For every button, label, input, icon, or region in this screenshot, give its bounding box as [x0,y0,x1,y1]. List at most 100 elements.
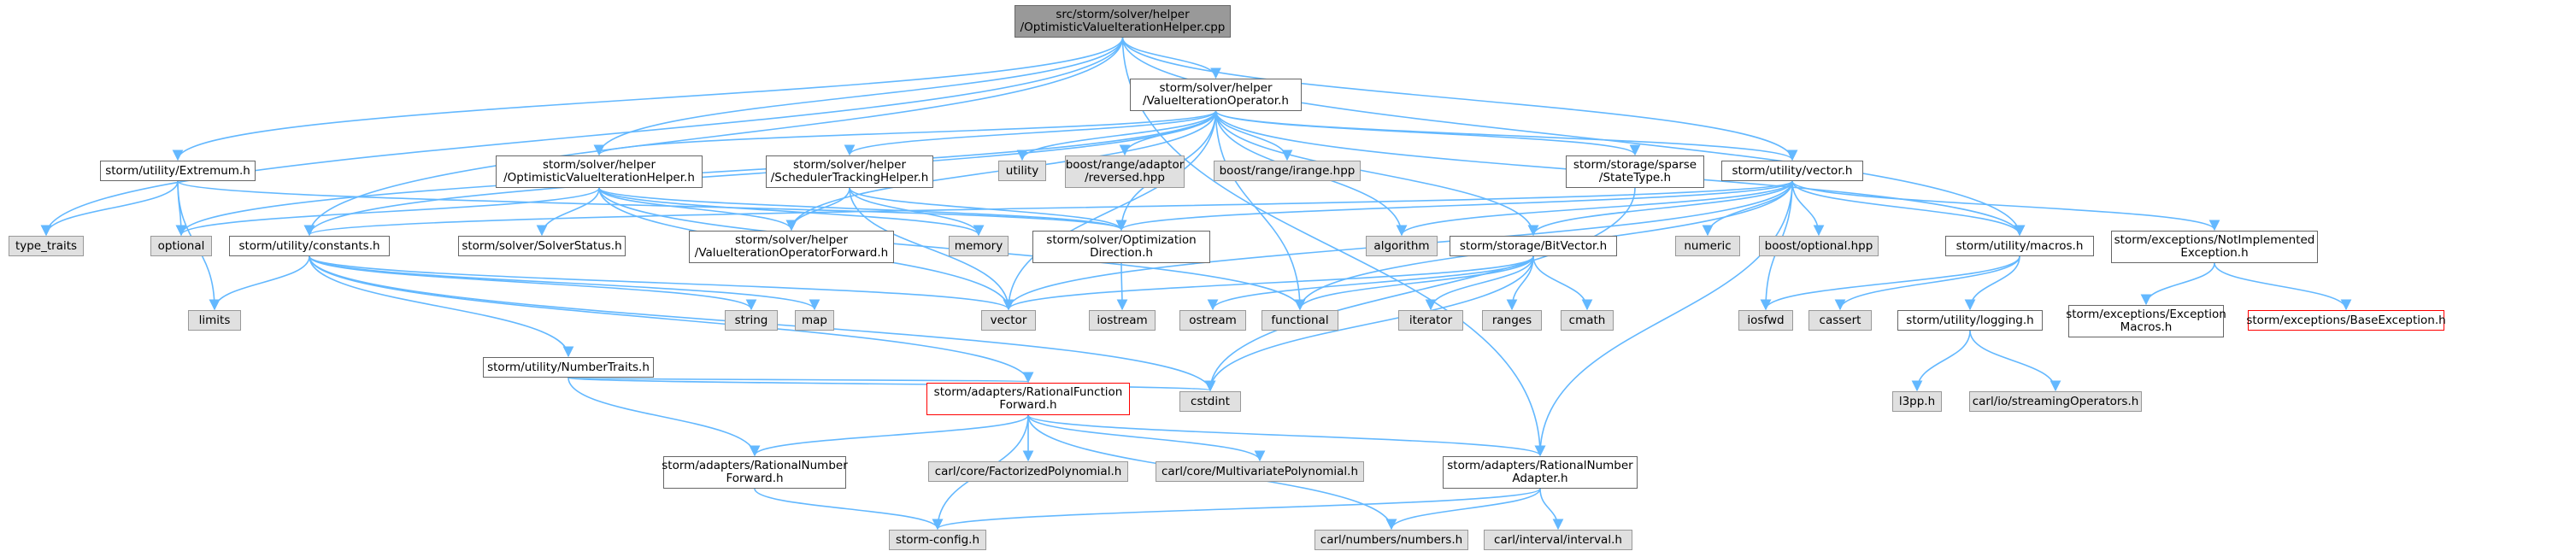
node-label: iterator [1409,314,1452,327]
edge-logging-to-l3pp [1911,330,1971,392]
node-memory[interactable]: memory [949,236,1009,256]
node-label-line: boost/optional.hpp [1764,238,1873,253]
node-iosfwd[interactable]: iosfwd [1738,310,1793,331]
node-number-traits[interactable]: storm/utility/NumberTraits.h [483,357,654,378]
node-label-line: carl/core/MultivariatePolynomial.h [1161,464,1358,478]
node-vector-h[interactable]: storm/utility/vector.h [1721,161,1863,181]
node-label: storm-config.h [896,533,979,547]
node-label-line: storm/utility/constants.h [238,238,380,253]
node-label: functional [1271,314,1328,327]
node-iterator[interactable]: iterator [1398,310,1463,331]
node-factorized-polynomial[interactable]: carl/core/FactorizedPolynomial.h [928,461,1128,482]
node-label-line: algorithm [1373,238,1430,253]
node-label-line: storm/solver/SolverStatus.h [462,238,622,253]
node-cmath[interactable]: cmath [1561,310,1614,331]
node-string[interactable]: string [725,310,778,331]
edge-bitVector-to-ranges [1506,255,1534,311]
node-label-line: iosfwd [1747,313,1785,327]
node-l3pp[interactable]: l3pp.h [1892,391,1942,412]
node-value-iteration-operator[interactable]: storm/solver/helper/ValueIterationOperat… [1130,79,1302,111]
node-label-line: storm/adapters/RationalNumber [1447,459,1633,472]
node-bit-vector[interactable]: storm/storage/BitVector.h [1450,236,1617,256]
node-label-line: ranges [1491,313,1532,327]
node-vi-operator-forward[interactable]: storm/solver/helper/ValueIterationOperat… [689,231,894,263]
node-extremum[interactable]: storm/utility/Extremum.h [100,161,256,181]
node-logging[interactable]: storm/utility/logging.h [1897,310,2043,331]
edge-valueIterationOperator-to-stateType [1214,110,1641,156]
edge-root-to-ratNumAdapter [1121,37,1546,457]
node-macros[interactable]: storm/utility/macros.h [1945,236,2094,256]
node-label: cstdint [1191,395,1230,408]
node-label-line: type_traits [15,238,78,253]
node-optional[interactable]: optional [150,236,212,256]
node-boost-reversed[interactable]: boost/range/adaptor/reversed.hpp [1065,155,1185,188]
node-label-line: iterator [1409,313,1453,327]
node-label-line: map [802,313,827,327]
edge-constants-to-numberTraits [309,255,574,358]
edge-ovih-to-viOpForward [598,187,797,232]
node-type-traits[interactable]: type_traits [9,236,84,256]
edge-optDirection-to-iostream [1116,262,1128,311]
node-cstdint[interactable]: cstdint [1179,391,1241,412]
node-streaming-operators[interactable]: carl/io/streamingOperators.h [1969,391,2142,412]
node-label-line: /OptimisticValueIterationHelper.h [503,171,695,185]
node-label-line: string [734,313,768,327]
node-label: type_traits [15,238,78,253]
node-label: cmath [1569,314,1606,327]
node-label-line: storm/utility/vector.h [1732,163,1853,178]
node-iostream[interactable]: iostream [1089,310,1156,331]
edge-vectorH-to-boostOptional [1791,180,1825,237]
node-label-line: storm/exceptions/BaseException.h [2246,313,2446,327]
node-label: vector [991,314,1027,327]
node-boost-irange[interactable]: boost/range/irange.hpp [1214,161,1361,181]
node-carl-interval[interactable]: carl/interval/interval.h [1484,530,1632,550]
node-multivariate-polynomial[interactable]: carl/core/MultivariatePolynomial.h [1156,461,1364,482]
node-root-file[interactable]: src/storm/solver/helper/OptimisticValueI… [1015,5,1231,38]
node-ranges[interactable]: ranges [1482,310,1542,331]
node-vector[interactable]: vector [981,310,1036,331]
edge-valueIterationOperator-to-vectorH [1214,110,1798,161]
node-label-line: carl/core/FactorizedPolynomial.h [934,464,1122,478]
node-state-type[interactable]: storm/storage/sparse/StateType.h [1566,155,1704,188]
node-label: storm/storage/BitVector.h [1460,239,1607,253]
node-map[interactable]: map [795,310,834,331]
node-functional[interactable]: functional [1262,310,1338,331]
edge-constants-to-ratFuncFwd [309,255,1034,384]
edge-numberTraits-to-ratNumFwd [568,377,761,457]
node-storm-config[interactable]: storm-config.h [889,530,986,550]
edge-valueIterationOperator-to-reversed [1119,110,1217,156]
node-label: carl/interval/interval.h [1494,533,1622,547]
edge-ratFuncFwd-to-ratNumAdapter [1027,414,1546,457]
node-utility[interactable]: utility [998,161,1046,181]
node-boost-optional[interactable]: boost/optional.hpp [1759,236,1879,256]
node-solver-status[interactable]: storm/solver/SolverStatus.h [458,236,626,256]
node-label: storm/solver/helper/ValueIterationOperat… [1143,82,1289,108]
node-limits[interactable]: limits [188,310,241,331]
edge-constants-to-vector [309,255,1015,311]
node-base-exception[interactable]: storm/exceptions/BaseException.h [2246,310,2446,331]
node-label-line: storm/solver/helper [792,158,907,172]
node-constants[interactable]: storm/utility/constants.h [229,236,390,256]
edge-ovih-to-optional [175,187,600,237]
node-label-line: /ValueIterationOperatorForward.h [694,246,889,260]
edge-ratNumAdapter-to-stormConfig [932,488,1541,531]
edge-valueIterationOperator-to-bitVector [1214,110,1539,237]
node-carl-numbers[interactable]: carl/numbers/numbers.h [1314,530,1468,550]
node-algorithm[interactable]: algorithm [1366,236,1438,256]
node-cassert[interactable]: cassert [1808,310,1872,331]
node-label-line: iostream [1097,313,1148,327]
node-numeric[interactable]: numeric [1675,236,1740,256]
node-label-line: Forward.h [999,398,1057,412]
node-optimistic-vi-helper-h[interactable]: storm/solver/helper/OptimisticValueItera… [496,155,703,188]
node-ostream[interactable]: ostream [1179,310,1246,331]
edge-numberTraits-to-ratFuncFwd [568,371,1032,384]
node-label-line: storm/solver/helper [542,158,656,172]
node-scheduler-tracking-helper[interactable]: storm/solver/helper/SchedulerTrackingHel… [766,155,933,188]
